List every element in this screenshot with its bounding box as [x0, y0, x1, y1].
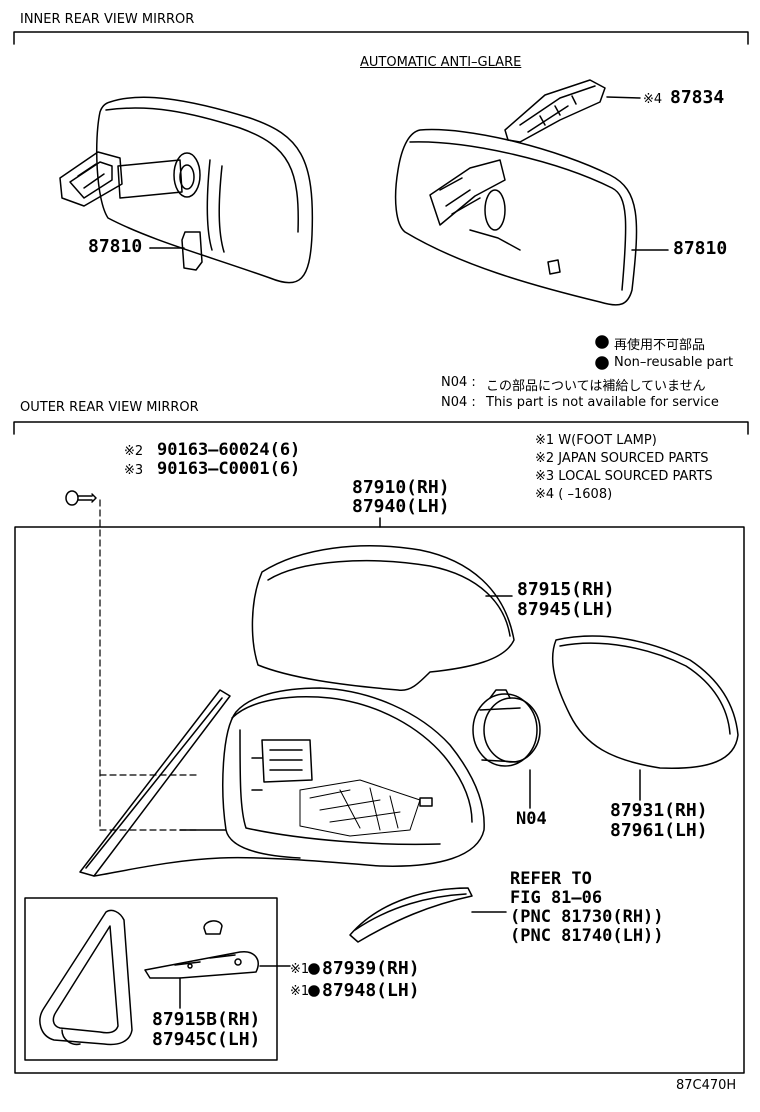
- actuator-n04-label: N04: [516, 809, 547, 829]
- legend-nonreusable-en: Non–reusable part: [614, 355, 734, 370]
- figure-code: 87C470H: [676, 1078, 737, 1093]
- base-gasket-drawing: [39, 909, 133, 1046]
- screw-1-mark: ※2: [124, 444, 144, 459]
- legend-n04-en-text: This part is not available for service: [486, 395, 719, 410]
- lamp-rh-label: 87939(RH): [322, 958, 420, 979]
- glass-lh-label: 87961(LH): [610, 820, 708, 841]
- nonreusable-bullet-lamp-lh: [308, 985, 320, 997]
- inner-mirror-right-drawing: [394, 79, 669, 306]
- cover-lh-label: 87945(LH): [517, 599, 615, 620]
- inner-section-frame: [13, 31, 749, 45]
- nonreusable-bullet-lamp-rh: [308, 963, 320, 975]
- assy-rh-label: 87910(RH): [352, 477, 450, 498]
- base-rh-label: 87915B(RH): [152, 1009, 261, 1030]
- screw-1-label: 90163–60024(6): [157, 440, 301, 460]
- actuator-drawing: [472, 689, 541, 809]
- legend-n04-jp-label: N04 :: [441, 375, 476, 390]
- nonreusable-bullet-1: [595, 335, 609, 349]
- lamp-rh-mark: ※1: [290, 962, 310, 977]
- mirror-cover-drawing: [251, 545, 515, 692]
- outer-section-title: OUTER REAR VIEW MIRROR: [20, 400, 199, 415]
- part-87810-left-label: 87810: [88, 236, 143, 257]
- refer-line-2: FIG 81–06: [510, 888, 603, 908]
- nonreusable-bullet-2: [595, 356, 609, 370]
- lamp-lh-label: 87948(LH): [322, 980, 420, 1001]
- screw-2-label: 90163–C0001(6): [157, 459, 301, 479]
- inner-mirror-left-drawing: [59, 96, 314, 284]
- base-detail-box: [24, 897, 278, 1061]
- part-87834-mark: ※4: [643, 92, 663, 107]
- lamp-lh-mark: ※1: [290, 984, 310, 999]
- side-turn-lamp-drawing: [349, 887, 507, 943]
- refer-line-3: (PNC 81730(RH)): [510, 907, 664, 927]
- footnote-3: ※3 LOCAL SOURCED PARTS: [535, 469, 713, 484]
- glass-rh-label: 87931(RH): [610, 800, 708, 821]
- auto-anti-glare-label: AUTOMATIC ANTI–GLARE: [360, 55, 522, 70]
- refer-line-4: (PNC 81740(LH)): [510, 926, 664, 946]
- legend-n04-en-label: N04 :: [441, 395, 476, 410]
- screw-dashed-leader: [99, 499, 201, 831]
- footnote-4: ※4 ( –1608): [535, 487, 613, 502]
- footnote-2: ※2 JAPAN SOURCED PARTS: [535, 451, 709, 466]
- refer-line-1: REFER TO: [510, 869, 592, 889]
- part-87810-right-label: 87810: [673, 238, 728, 259]
- screw-2-mark: ※3: [124, 463, 144, 478]
- inner-section-title: INNER REAR VIEW MIRROR: [20, 12, 195, 27]
- assy-lh-label: 87940(LH): [352, 496, 450, 517]
- legend-n04-jp-text: この部品については補給していません: [486, 379, 706, 394]
- footnote-1: ※1 W(FOOT LAMP): [535, 433, 657, 448]
- foot-lamp-drawing: [144, 920, 291, 1009]
- legend-nonreusable-jp: 再使用不可部品: [614, 338, 706, 353]
- outer-section-frame: [13, 421, 749, 435]
- screw-drawing: [65, 490, 97, 506]
- part-87834-label: 87834: [670, 87, 725, 108]
- cover-rh-label: 87915(RH): [517, 579, 615, 600]
- base-lh-label: 87945C(LH): [152, 1029, 261, 1050]
- mirror-glass-drawing: [551, 635, 739, 801]
- mirror-housing-drawing: [79, 687, 485, 877]
